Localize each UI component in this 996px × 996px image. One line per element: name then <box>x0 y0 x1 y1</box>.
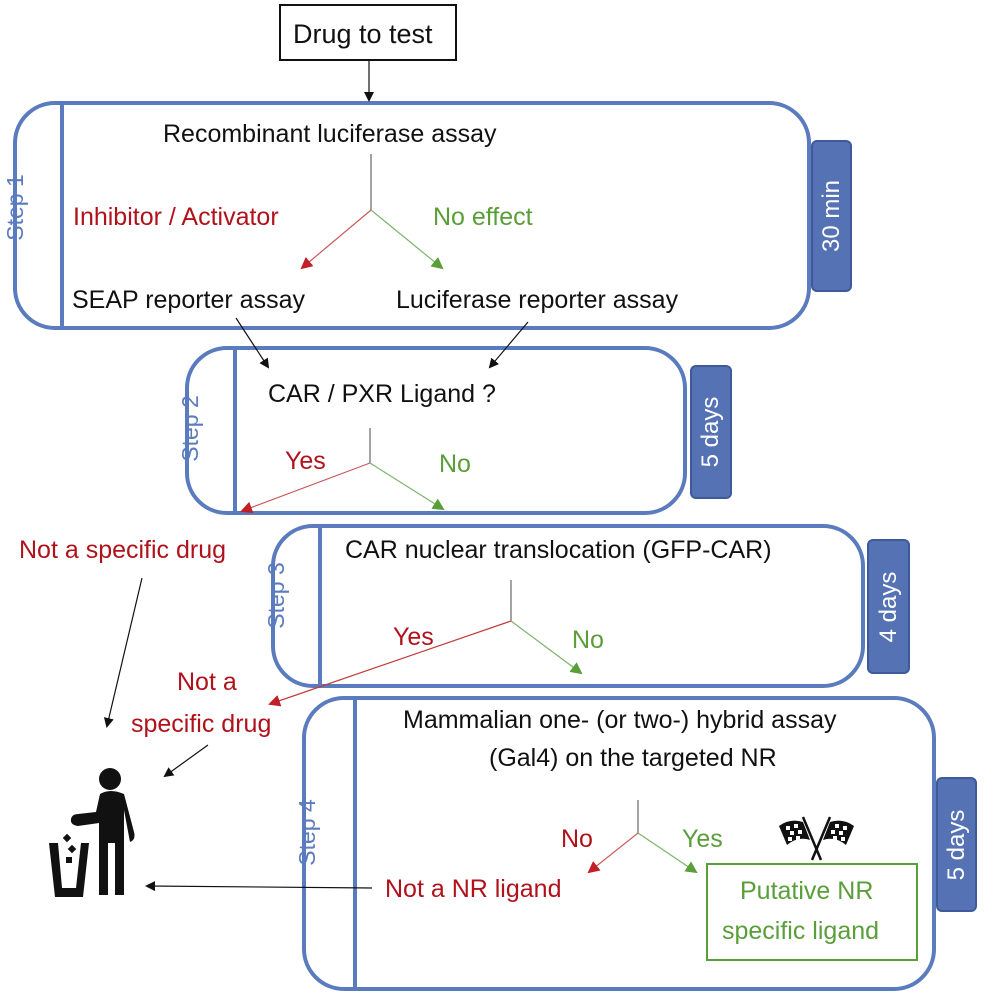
step-4-label: Step 4 <box>293 798 320 866</box>
step-4-question-line2: (Gal4) on the targeted NR <box>489 744 777 772</box>
final-result-line1: Putative NR <box>740 877 874 905</box>
step-4-left-outcome: Not a NR ligand <box>385 875 562 903</box>
step-3-reject-line1: Not a <box>177 668 237 696</box>
step-2-label: Step 2 <box>176 394 203 462</box>
step-2-box <box>185 346 687 515</box>
step-1-left-branch: Inhibitor / Activator <box>73 203 279 231</box>
step-4-right-branch: Yes <box>682 825 723 853</box>
final-result-line2: specific ligand <box>722 917 880 945</box>
step-4-duration: 5 days <box>942 809 970 880</box>
drug-to-test-box: Drug to test <box>279 4 457 61</box>
step-3-duration-tab: 4 days <box>867 539 910 674</box>
step-1-question: Recombinant luciferase assay <box>163 120 497 148</box>
step-3-divider <box>318 528 322 684</box>
step-3-label: Step 3 <box>262 561 289 629</box>
step-4-divider <box>353 700 357 987</box>
person-discarding-trash-icon <box>49 768 135 897</box>
putative-ligand-box: Putative NR specific ligand <box>706 863 918 961</box>
step-1-duration: 30 min <box>817 179 845 253</box>
step-3-reject-line2: specific drug <box>131 710 272 738</box>
step-1-left-outcome: SEAP reporter assay <box>72 286 305 314</box>
step-3-right-branch: No <box>572 626 604 654</box>
step-4-question-line1: Mammalian one- (or two-) hybrid assay <box>403 706 837 734</box>
step-2-duration-tab: 5 days <box>690 365 732 499</box>
arrow-step2-reject-to-trash <box>103 577 143 728</box>
step-3-left-branch: Yes <box>393 623 434 651</box>
step-2-right-branch: No <box>439 450 471 478</box>
step-1-duration-tab: 30 min <box>811 140 852 292</box>
step-1-label: Step 1 <box>1 173 28 241</box>
step-1-right-outcome: Luciferase reporter assay <box>396 286 679 314</box>
step-2-reject-label: Not a specific drug <box>19 536 227 564</box>
step-1-right-branch: No effect <box>433 203 533 231</box>
step-3-question: CAR nuclear translocation (GFP-CAR) <box>345 536 772 564</box>
step-2-divider <box>233 350 237 511</box>
arrow-step3-reject-to-trash <box>163 744 209 778</box>
step-2-left-branch: Yes <box>285 447 326 475</box>
step-2-question: CAR / PXR Ligand ? <box>268 380 496 408</box>
step-3-duration: 4 days <box>874 571 902 642</box>
step-2-duration: 5 days <box>697 396 724 468</box>
drug-to-test-label: Drug to test <box>293 19 433 49</box>
step-4-left-branch: No <box>561 825 593 853</box>
step-1-divider <box>60 105 64 326</box>
step-4-duration-tab: 5 days <box>936 777 977 912</box>
